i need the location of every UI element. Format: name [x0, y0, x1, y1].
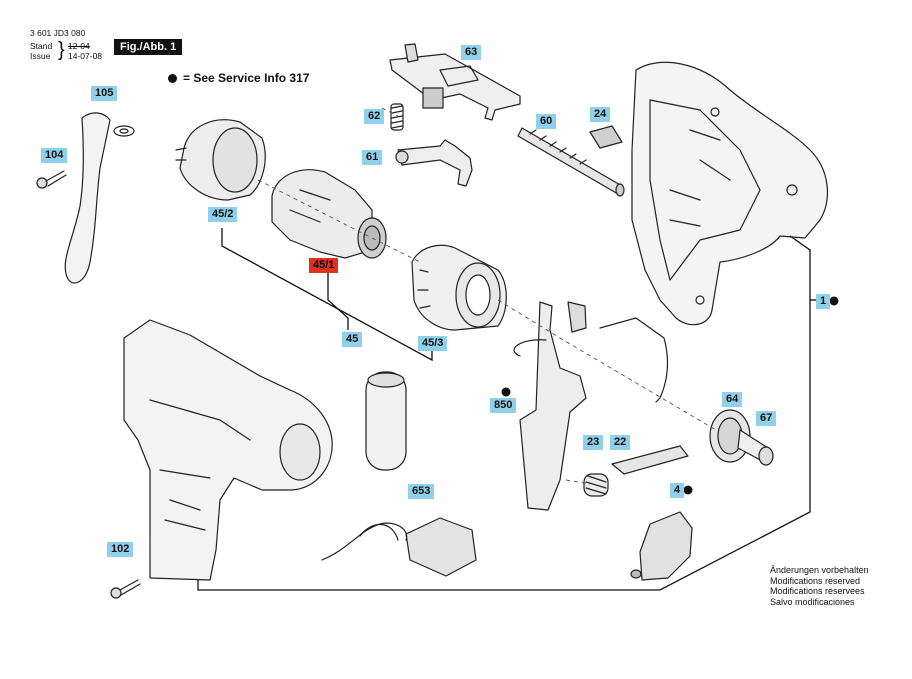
belt-clip-part — [64, 112, 135, 284]
part-label-45-2: 45/2 — [208, 207, 238, 222]
part-label-24: 24 — [590, 107, 611, 122]
figure-label: Fig./Abb. 1 — [114, 39, 183, 55]
part-label-63: 63 — [461, 45, 482, 60]
screw-102-part — [110, 579, 141, 599]
footer-line-de: Änderungen vorbehalten — [770, 565, 869, 575]
part-label-22: 22 — [610, 435, 631, 450]
shaft-60-part — [517, 127, 625, 197]
charger-part — [321, 517, 477, 577]
part-label-653: 653 — [408, 484, 435, 499]
service-dot-1 — [829, 296, 839, 306]
part-label-1: 1 — [816, 294, 831, 309]
part-label-850: 850 — [490, 398, 517, 413]
issue-value: 14-07-08 — [68, 51, 103, 61]
part-label-104: 104 — [41, 148, 68, 163]
part-label-64: 64 — [722, 392, 743, 407]
bullet-icon — [168, 73, 177, 83]
part-label-105: 105 — [91, 86, 118, 101]
footer-line-en: Modifications reserved — [770, 575, 861, 586]
issue-label: Issue — [30, 51, 51, 61]
pad-24-part — [589, 125, 623, 149]
service-note-text: = See Service Info 317 — [183, 71, 310, 85]
front-housing-part — [123, 319, 333, 581]
service-dot-850 — [501, 387, 511, 397]
gearbox-part — [271, 169, 387, 259]
ring-gear-part — [411, 244, 507, 331]
motor-part — [175, 119, 266, 201]
part-label-4: 4 — [670, 483, 685, 498]
part-label-67: 67 — [756, 411, 777, 426]
spring-62-part — [390, 103, 404, 131]
part-label-62: 62 — [364, 109, 385, 124]
battery-pack-part — [630, 511, 693, 581]
part-label-23: 23 — [583, 435, 604, 450]
switch-carrier-part — [389, 43, 521, 121]
spindle-part — [709, 409, 774, 466]
service-note: = See Service Info 317 — [168, 71, 309, 85]
spring-23-part — [583, 473, 609, 497]
electronics-part — [513, 301, 669, 511]
part-label-45-1: 45/1 — [309, 258, 339, 273]
slider-22-part — [611, 445, 689, 475]
stand-value: 12-04 — [68, 41, 90, 51]
part-label-45-3: 45/3 — [418, 336, 448, 351]
brace-icon: } — [58, 39, 65, 61]
part-label-102: 102 — [107, 542, 134, 557]
service-dot-4 — [683, 485, 693, 495]
modifications-note: Änderungen vorbehalten Modifications res… — [770, 565, 869, 607]
footer-line-fr: Modifications reservees — [770, 586, 865, 596]
part-label-60: 60 — [536, 114, 557, 129]
screw-104-part — [36, 170, 67, 189]
part-label-45: 45 — [342, 332, 363, 347]
stand-label: Stand — [30, 41, 53, 51]
doc-number: 3 601 JD3 080 — [30, 28, 86, 38]
part-label-61: 61 — [362, 150, 383, 165]
housing-half-part — [631, 61, 829, 326]
battery-cell-part — [365, 371, 407, 471]
footer-line-es: Salvo modificaciones — [770, 596, 855, 607]
lever-61-part — [395, 139, 473, 187]
